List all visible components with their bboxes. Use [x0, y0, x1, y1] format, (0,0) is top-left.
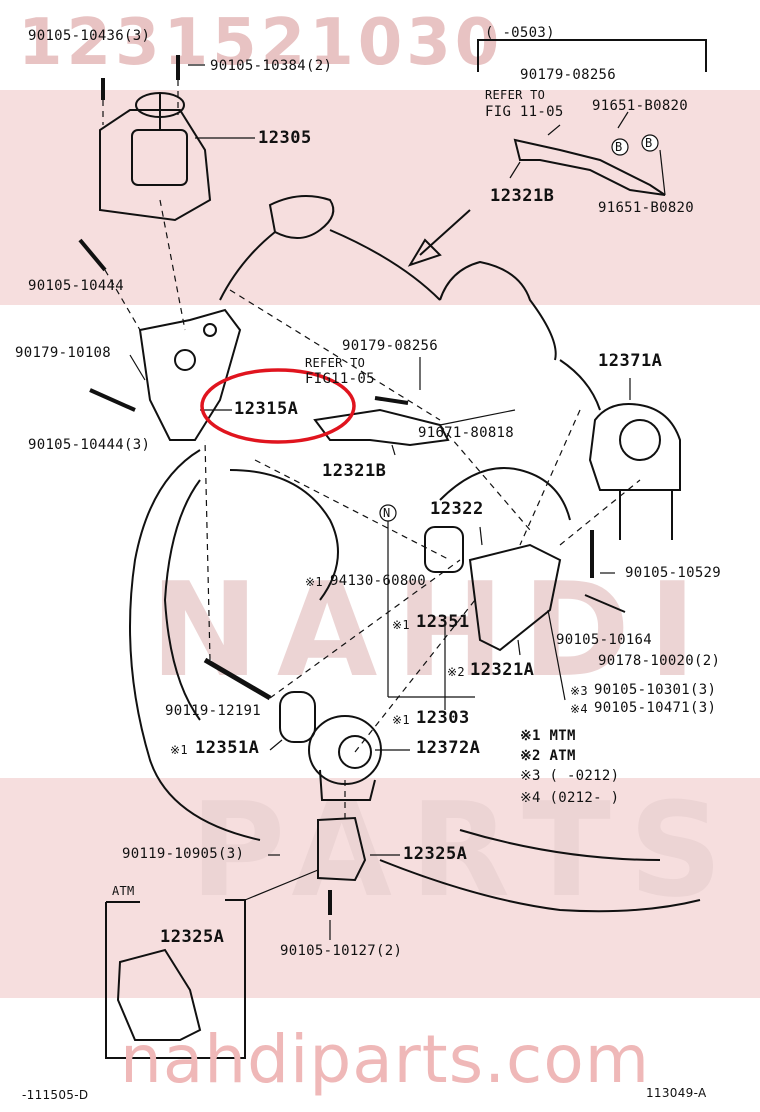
- range-label-top: ( -0503): [485, 25, 555, 41]
- engine-outline: [559, 359, 601, 411]
- part-label-90119-12191: 90119-12191: [165, 703, 262, 719]
- part-label-12372A: 12372A: [416, 738, 481, 758]
- part-label-90119-10905: 90119-10905(3): [122, 846, 245, 862]
- bracket-12325A: [317, 816, 367, 882]
- part-label-90105-10444-3: 90105-10444(3): [28, 437, 151, 453]
- part-label-90105-10164: 90105-10164: [556, 632, 653, 648]
- engine-outline: [379, 859, 701, 913]
- bracket-12325A-atm: [116, 948, 202, 1041]
- part-label-12321B: 12321B: [490, 186, 555, 206]
- part-label-12303: 12303: [416, 708, 470, 728]
- part-label-12325A: 12325A: [160, 927, 225, 947]
- footer-code-left: -111505-D: [22, 1088, 89, 1102]
- note-mark: ※1: [392, 713, 410, 727]
- refer-to-label: REFER TO: [305, 356, 366, 370]
- part-label-12305: 12305: [258, 128, 312, 148]
- part-label-90105-10529: 90105-10529: [625, 565, 722, 581]
- watermark-band: [0, 778, 760, 998]
- bracket-12315A: [138, 308, 242, 441]
- circle-marker-b: [611, 138, 629, 156]
- part-label-12321A: 12321A: [470, 660, 535, 680]
- part-label-12322: 12322: [430, 499, 484, 519]
- refer-to-label: REFER TO: [485, 88, 546, 102]
- engine-outline: [219, 229, 441, 301]
- engine-outline: [129, 449, 261, 841]
- bracket-12321B: [513, 138, 666, 196]
- legend-date-range-1: ※3 ( -0212): [520, 768, 620, 784]
- part-label-94130-60800: 94130-60800: [330, 573, 427, 589]
- fig-reference-label: FIG11-05: [305, 371, 375, 387]
- part-label-12351A: 12351A: [195, 738, 260, 758]
- part-label-90179-08256: 90179-08256: [520, 67, 617, 83]
- engine-outline: [439, 260, 557, 361]
- circle-letter: N: [383, 506, 391, 520]
- watermark-site: nahdiparts.com: [120, 1021, 651, 1098]
- part-label-90105-10471: 90105-10471(3): [594, 700, 717, 716]
- watermark-brand-2: PARTS: [190, 774, 741, 926]
- part-label-91651-B0820: 91651-B0820: [598, 200, 695, 216]
- circle-letter: B: [645, 136, 653, 150]
- circle-marker-n: [379, 504, 397, 522]
- legend-date-range-2: ※4 (0212- ): [520, 790, 620, 806]
- engine-outline: [459, 829, 661, 861]
- part-label-90105-10436: 90105-10436(3): [28, 28, 151, 44]
- part-label-12325A: 12325A: [403, 844, 468, 864]
- engine-outline: [229, 469, 339, 601]
- note-mark: ※4: [570, 702, 588, 716]
- legend-atm: ※2 ATM: [520, 748, 576, 764]
- atm-box-label: ATM: [112, 884, 135, 898]
- part-label-90105-10301: 90105-10301(3): [594, 682, 717, 698]
- part-label-90105-10384: 90105-10384(2): [210, 58, 333, 74]
- mount-12371A: [588, 403, 681, 491]
- watermark-part-number: 1231521030: [18, 6, 504, 80]
- part-label-12315A: 12315A: [234, 399, 299, 419]
- mount-12305: [131, 129, 188, 186]
- part-label-90178-10020: 90178-10020(2): [598, 653, 721, 669]
- watermark-band: [0, 90, 760, 305]
- atm-box: [105, 899, 246, 1059]
- circle-letter: B: [615, 140, 623, 154]
- bracket-12321A: [468, 543, 562, 652]
- watermark-brand-1: NAHDI: [150, 554, 715, 706]
- mount-12322: [424, 526, 464, 573]
- direction-arrow: [407, 209, 471, 267]
- part-label-91671-80818: 91671-80818: [418, 425, 515, 441]
- note-mark: ※1: [170, 743, 188, 757]
- bracket-12321B: [313, 408, 450, 447]
- part-label-90105-10127: 90105-10127(2): [280, 943, 403, 959]
- highlight-ellipse: [200, 368, 356, 444]
- part-label-12321B: 12321B: [322, 461, 387, 481]
- mount-12305: [99, 109, 212, 222]
- circle-marker-b: [641, 134, 659, 152]
- engine-outline: [439, 467, 571, 521]
- engine-outline: [163, 479, 201, 721]
- note-mark: ※3: [570, 684, 588, 698]
- note-mark: ※2: [447, 665, 465, 679]
- fig-reference-label: FIG 11-05: [485, 104, 564, 120]
- part-label-90179-08256: 90179-08256: [342, 338, 439, 354]
- range-bracket: [477, 39, 707, 72]
- part-label-91651-B0820: 91651-B0820: [592, 98, 689, 114]
- legend-mtm: ※1 MTM: [520, 728, 576, 744]
- footer-code-right: 113049-A: [646, 1086, 707, 1100]
- engine-outline: [268, 195, 335, 239]
- part-label-90179-10108: 90179-10108: [15, 345, 112, 361]
- note-mark: ※1: [392, 618, 410, 632]
- mount-12351A: [279, 691, 316, 743]
- part-label-90105-10444: 90105-10444: [28, 278, 125, 294]
- note-mark: ※1: [305, 575, 323, 589]
- part-label-12351: 12351: [416, 612, 470, 632]
- part-label-12371A: 12371A: [598, 351, 663, 371]
